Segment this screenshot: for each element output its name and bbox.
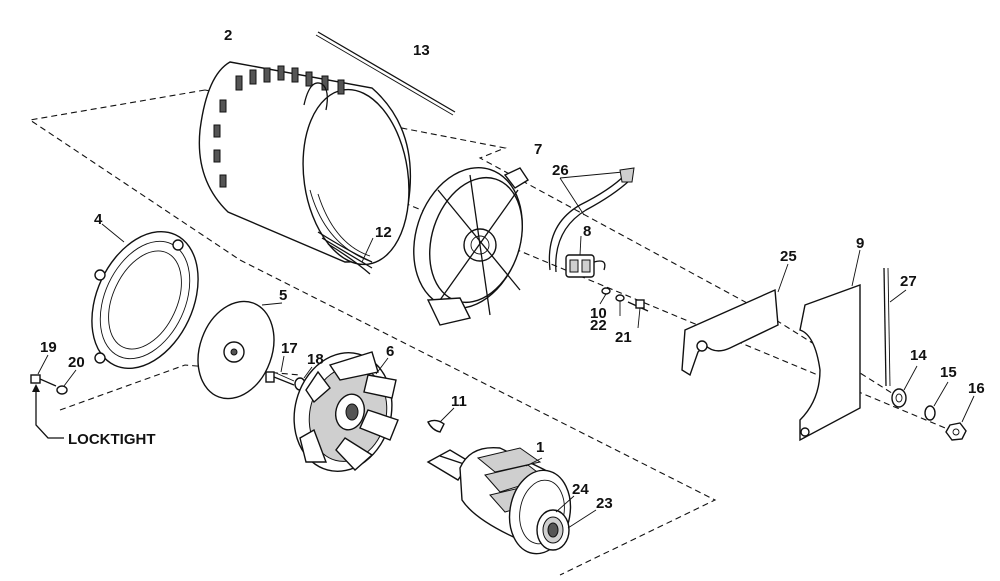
locktight-note: LOCKTIGHT: [68, 431, 156, 448]
part-stator-housing-2: [198, 61, 412, 266]
part-flex-plate-5: [197, 300, 283, 400]
callout-5: 5: [279, 287, 287, 304]
housing-vent-slots: [213, 65, 345, 188]
part-bracket-25: [681, 263, 789, 377]
callout-12: 12: [375, 224, 392, 241]
part-brush-holder-8: [565, 235, 606, 278]
callout-13: 13: [413, 42, 430, 59]
part-bearing-24-23: [536, 495, 597, 551]
part-wire-leads-12: [317, 231, 374, 275]
callout-8: 8: [583, 223, 591, 240]
callout-17: 17: [281, 340, 298, 357]
callout-21: 21: [615, 329, 632, 346]
callout-9: 9: [856, 235, 864, 252]
callout-7: 7: [534, 141, 542, 158]
callout-14: 14: [910, 347, 927, 364]
part-stud-13: [315, 31, 456, 116]
part-screw-washer-10-22-21: [599, 287, 649, 329]
callout-1: 1: [536, 439, 544, 456]
callout-6: 6: [386, 343, 394, 360]
callout-4: 4: [94, 211, 103, 228]
callout-11: 11: [451, 393, 467, 410]
fan-blades: [299, 351, 399, 471]
part-front-adapter-4: [91, 223, 199, 370]
callout-25: 25: [780, 248, 797, 265]
part-rod-27: [883, 267, 907, 387]
callout-23: 23: [596, 495, 613, 512]
part-wire-harness-26: [548, 167, 635, 273]
part-washers-nut-14-15-16: [891, 365, 975, 441]
callout-27: 27: [900, 273, 917, 290]
callout-16: 16: [968, 380, 985, 397]
callout-18: 18: [307, 351, 324, 368]
part-screw-19-washer-20: [30, 354, 77, 395]
callout-24: 24: [572, 481, 589, 498]
callout-26: 26: [552, 162, 569, 179]
callout-22: 22: [590, 317, 607, 334]
part-fan-6: [293, 351, 399, 472]
part-rear-bearing-carrier-7: [413, 166, 529, 326]
callout-20: 20: [68, 354, 85, 371]
callout-15: 15: [940, 364, 957, 381]
callout-labels: 1 2 4 5 6 7 8 9 10 11 12 13 14 15 16 17 …: [40, 27, 985, 512]
part-cover-plate-9: [799, 249, 861, 442]
locktight-leader: [32, 384, 64, 439]
callout-10: 10: [590, 305, 607, 322]
callout-2: 2: [224, 27, 232, 44]
part-key-11: [427, 407, 455, 433]
callout-19: 19: [40, 339, 57, 356]
